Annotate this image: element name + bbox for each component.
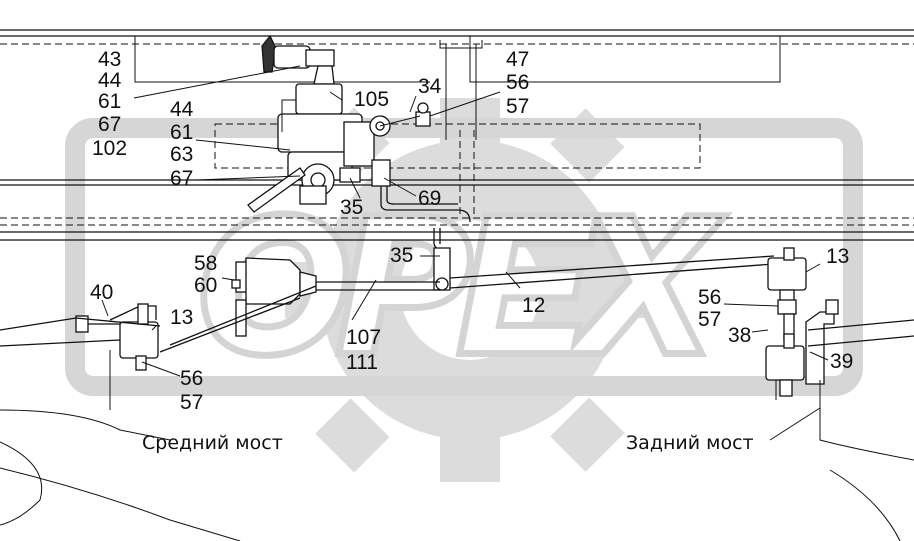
label-57-a: 57 (506, 95, 529, 118)
caption-rear-axle: Задний мост (626, 432, 754, 454)
valve-assembly (247, 34, 431, 213)
label-56-a: 56 (506, 71, 529, 94)
air-pipes (380, 186, 471, 291)
label-61-a: 61 (98, 90, 121, 113)
label-44-b: 44 (170, 98, 194, 121)
label-63: 63 (170, 143, 193, 166)
label-57-c: 57 (698, 308, 721, 331)
label-69: 69 (418, 187, 441, 210)
label-38: 38 (728, 324, 751, 347)
label-102: 102 (92, 137, 127, 160)
caption-middle-axle: Средний мост (142, 432, 283, 454)
label-43: 43 (98, 48, 121, 71)
label-35-a: 35 (340, 196, 363, 219)
label-57-b: 57 (180, 391, 203, 414)
callout-labels: 43 44 61 67 102 44 61 63 67 105 34 47 56… (90, 48, 853, 414)
label-13-b: 13 (826, 245, 849, 268)
label-58: 58 (194, 252, 217, 275)
label-44-a: 44 (98, 69, 122, 92)
frame-lines (0, 29, 914, 241)
watermark-frame (65, 118, 863, 396)
label-35-b: 35 (390, 244, 413, 267)
watermark: OPEX (65, 98, 863, 482)
label-67-a: 67 (98, 113, 121, 136)
label-56-c: 56 (698, 286, 721, 309)
label-56-b: 56 (180, 367, 203, 390)
label-107: 107 (346, 326, 381, 349)
brake-chamber (231, 257, 317, 337)
long-rod-12 (159, 255, 775, 353)
label-13-a: 13 (170, 306, 193, 329)
label-40: 40 (90, 281, 113, 304)
label-105: 105 (354, 88, 389, 111)
label-34: 34 (418, 75, 442, 98)
label-39: 39 (830, 350, 853, 373)
label-67-b: 67 (170, 167, 193, 190)
label-60: 60 (194, 274, 217, 297)
left-bracket (75, 303, 159, 371)
leader-lines (101, 65, 829, 441)
right-bracket (765, 247, 839, 397)
label-61-b: 61 (170, 121, 193, 144)
label-12: 12 (522, 294, 545, 317)
label-47: 47 (506, 48, 529, 71)
axles (0, 317, 914, 541)
label-111: 111 (346, 351, 378, 374)
